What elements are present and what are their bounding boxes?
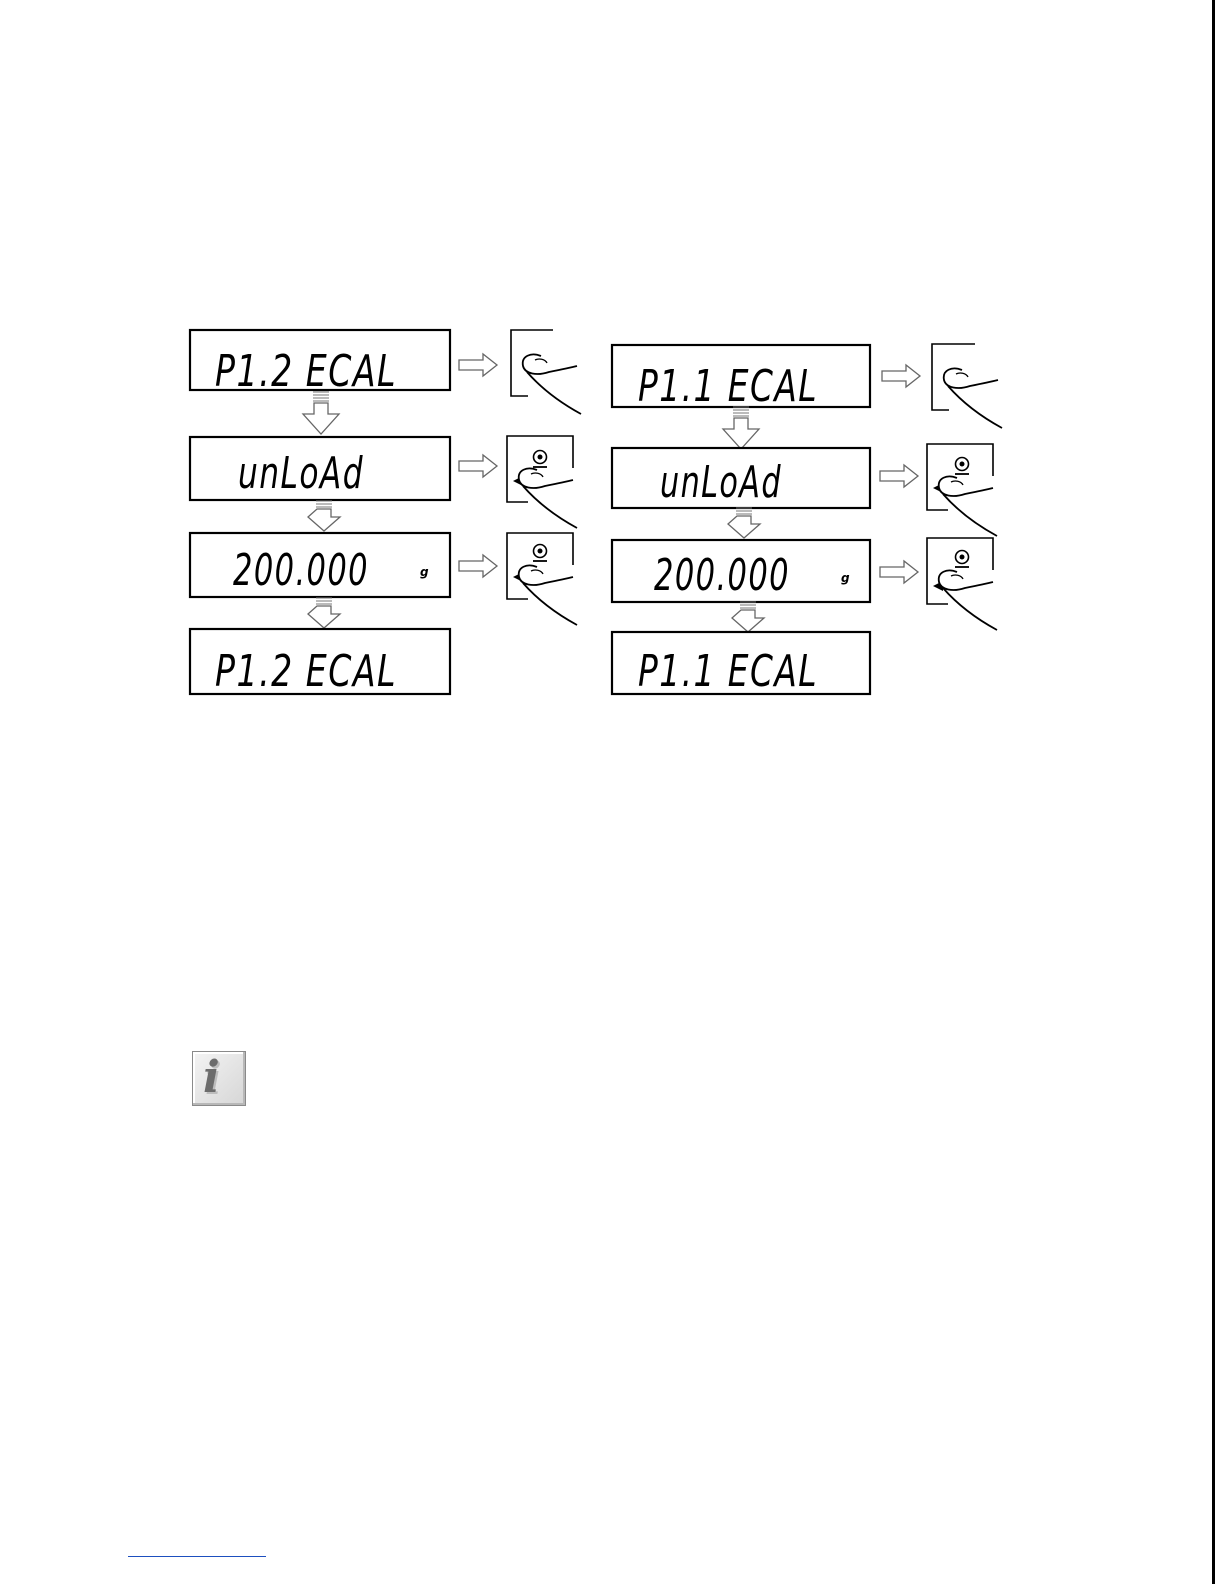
down-arrow-icon [728, 508, 760, 538]
right-arrow-icon [882, 365, 920, 387]
lcd-display: 200.000 g [190, 533, 450, 597]
unit-label: g [841, 571, 850, 585]
right-arrow-icon [459, 455, 497, 477]
info-glyph: i [203, 1054, 220, 1102]
right-arrow-icon [880, 561, 918, 583]
display-text: P1.1 ECAL [638, 646, 818, 697]
footnote-separator [128, 1556, 266, 1557]
down-arrow-icon [723, 407, 759, 449]
unit-label: g [420, 565, 429, 579]
lcd-display: unLoAd [190, 437, 450, 500]
lcd-display: unLoAd [612, 448, 870, 508]
right-arrow-icon [459, 555, 497, 577]
display-text: P1.2 ECAL [215, 646, 397, 697]
zero-enter-button[interactable] [927, 444, 997, 536]
info-icon: i [192, 1051, 246, 1106]
lcd-display: P1.1 ECAL [612, 632, 870, 697]
display-text: 200.000 [233, 545, 369, 596]
right-arrow-key-button[interactable] [511, 330, 581, 414]
right-arrow-icon [459, 354, 497, 376]
lcd-display: P1.1 ECAL [612, 345, 870, 412]
right-arrow-key-button[interactable] [932, 344, 1002, 428]
zero-enter-button[interactable] [927, 538, 997, 630]
zero-target-icon [533, 451, 547, 468]
zero-enter-button[interactable] [507, 436, 577, 528]
display-text: 200.000 [654, 550, 790, 601]
display-text: unLoAd [238, 448, 364, 499]
down-arrow-icon [303, 392, 339, 434]
zero-target-icon [955, 458, 969, 475]
left-sequence: P1.2 ECAL unLoAd 200.000 g P1.2 ECAL [190, 330, 581, 697]
down-arrow-icon [308, 598, 340, 628]
display-text: unLoAd [660, 457, 782, 508]
zero-target-icon [955, 551, 969, 568]
down-arrow-icon [732, 602, 764, 632]
zero-enter-button[interactable] [507, 533, 577, 625]
down-arrow-icon [308, 501, 340, 531]
page-edge-line [1212, 0, 1215, 1584]
lcd-display: 200.000 g [612, 540, 870, 602]
display-text: P1.2 ECAL [215, 346, 397, 397]
right-arrow-icon [880, 465, 918, 487]
lcd-display: P1.2 ECAL [190, 330, 450, 397]
display-text: P1.1 ECAL [638, 361, 818, 412]
lcd-display: P1.2 ECAL [190, 629, 450, 697]
right-sequence: P1.1 ECAL unLoAd 200.000 g P1.1 ECAL [612, 344, 1002, 697]
zero-target-icon [533, 545, 547, 562]
